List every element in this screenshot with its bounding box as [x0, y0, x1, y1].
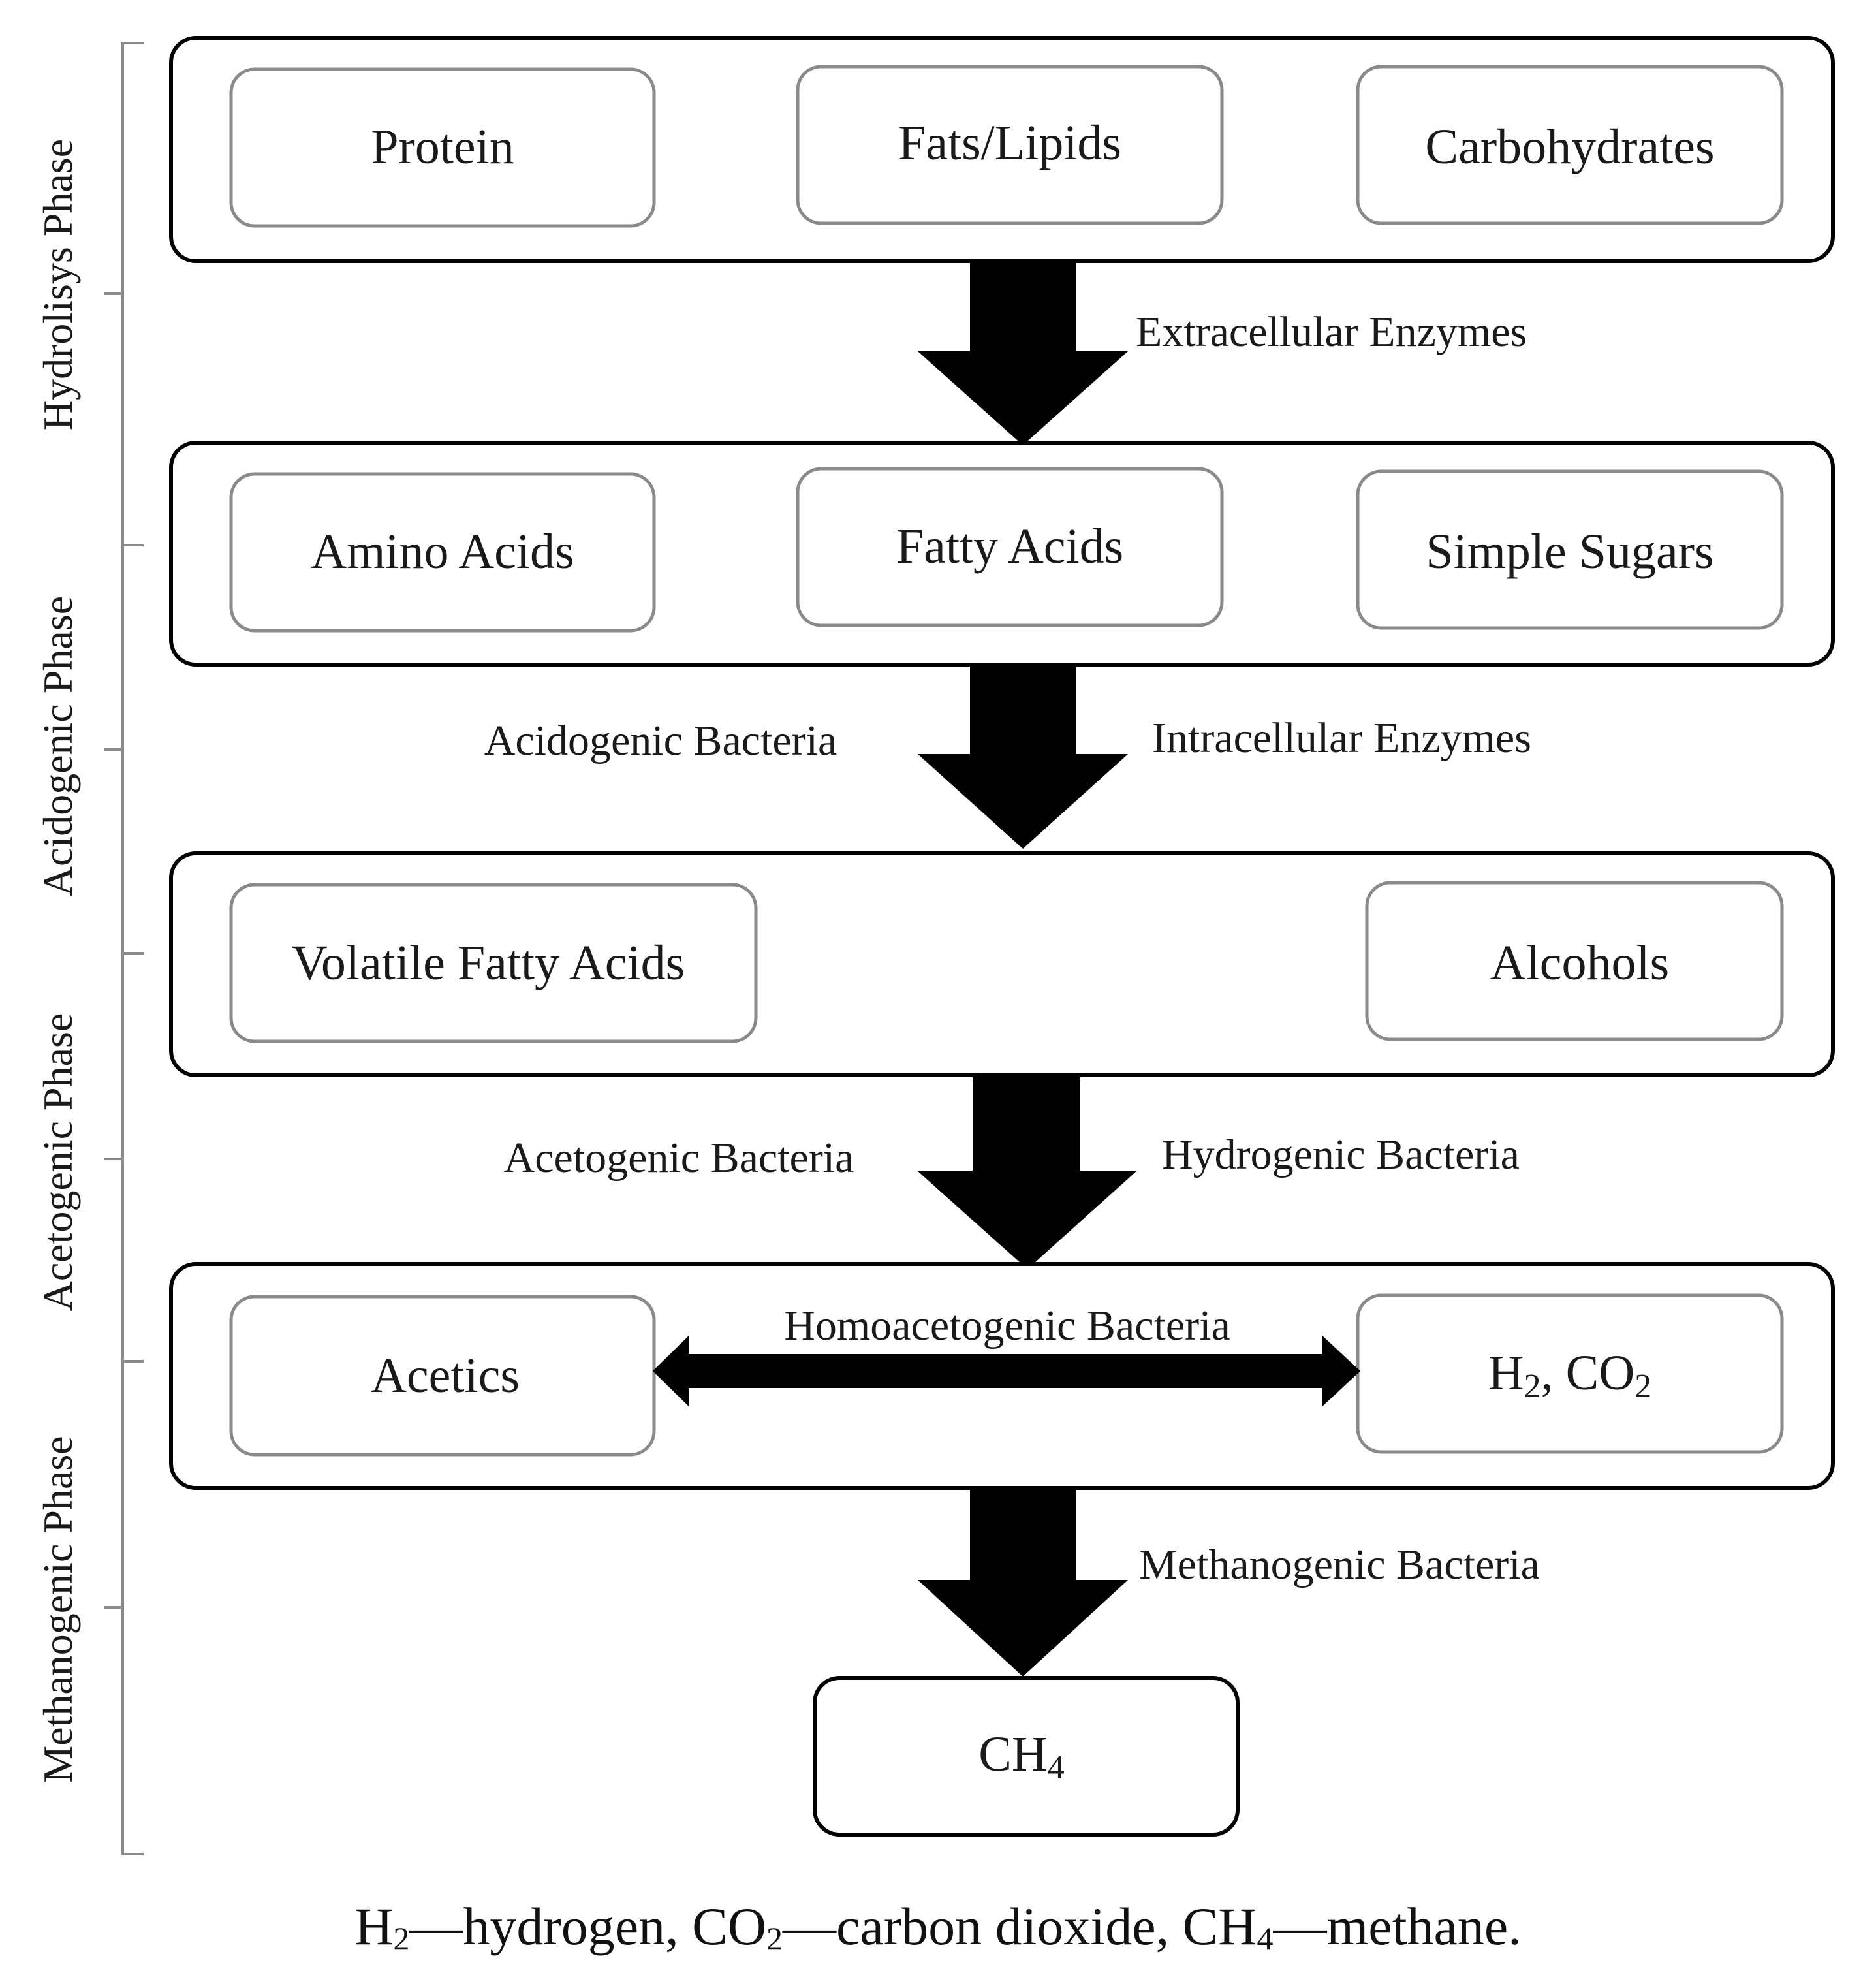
carbohydrates-label: Carbohydrates	[1425, 119, 1714, 174]
bracket-acetogenic	[104, 952, 144, 1363]
hydrogenic-bacteria-label: Hydrogenic Bacteria	[1162, 1131, 1520, 1178]
fatty-acids-label: Fatty Acids	[896, 519, 1123, 574]
final-product-container: CH4	[813, 1676, 1240, 1837]
caption-co2-sub: 2	[766, 1920, 783, 1957]
intracellular-enzymes-label: Intracellular Enzymes	[1152, 714, 1531, 762]
simple-sugars-label: Simple Sugars	[1426, 524, 1713, 579]
acetogenic-bacteria-label: Acetogenic Bacteria	[504, 1134, 854, 1182]
acidogenic-bacteria-label: Acidogenic Bacteria	[484, 717, 837, 765]
arrow-down-2	[918, 665, 1128, 849]
fats-lipids-box	[796, 65, 1224, 225]
ch4-base: CH	[978, 1727, 1048, 1782]
alcohols-label: Alcohols	[1490, 936, 1669, 990]
double-arrow-homoacetogenic	[653, 1336, 1360, 1406]
h2-co2-base: H	[1488, 1346, 1524, 1400]
arrow-down-4	[918, 1488, 1128, 1677]
stage-1-container: Protein Fats/Lipids Carbohydrates	[169, 36, 1835, 263]
phase-brackets	[104, 42, 144, 1855]
acetics-box	[229, 1295, 656, 1457]
carbohydrates-box	[1356, 65, 1784, 225]
stage-4-container: Acetics H2, CO2 Homoacetogenic Bacteria	[169, 1262, 1835, 1490]
homoacetogenic-bacteria-label: Homoacetogenic Bacteria	[784, 1302, 1230, 1350]
amino-acids-box	[229, 472, 656, 633]
protein-label: Protein	[371, 119, 514, 174]
stage-2-container: Amino Acids Fatty Acids Simple Sugars	[169, 441, 1835, 667]
fats-lipids-label: Fats/Lipids	[898, 116, 1121, 170]
protein-box	[229, 67, 656, 228]
amino-acids-label: Amino Acids	[311, 524, 574, 579]
bracket-methanogenic	[104, 1360, 144, 1855]
methanogenic-bacteria-label: Methanogenic Bacteria	[1139, 1541, 1540, 1588]
extracellular-enzymes-label: Extracellular Enzymes	[1136, 308, 1527, 356]
h2-co2-sub2: 2	[1634, 1368, 1651, 1405]
caption-h2-desc: —hydrogen, CO	[409, 1897, 766, 1956]
bracket-acidogenic	[104, 544, 144, 955]
ch4-sub: 4	[1048, 1749, 1065, 1786]
h2-co2-box	[1356, 1293, 1784, 1454]
caption-ch4-sub: 4	[1257, 1920, 1274, 1957]
simple-sugars-box	[1356, 469, 1784, 630]
phase-label-methanogenic: Methanogenic Phase	[35, 1436, 81, 1782]
caption-ch4-desc: —methane.	[1273, 1897, 1522, 1956]
stage-3-container: Volatile Fatty Acids Alcohols	[169, 851, 1835, 1077]
fatty-acids-box	[796, 467, 1224, 627]
h2-co2-sub1: 2	[1524, 1368, 1541, 1405]
caption-h2: H	[354, 1897, 393, 1956]
phase-label-acidogenic: Acidogenic Phase	[35, 596, 81, 896]
ch4-label: CH4	[978, 1727, 1065, 1786]
acetics-label: Acetics	[371, 1348, 520, 1403]
bracket-hydrolysis	[104, 42, 144, 546]
h2-co2-mid: , CO	[1541, 1346, 1635, 1400]
phase-label-acetogenic: Acetogenic Phase	[35, 1013, 81, 1312]
arrow-down-3	[917, 1075, 1137, 1269]
arrow-down-1	[918, 261, 1128, 445]
alcohols-box	[1365, 881, 1784, 1041]
h2-co2-label: H2, CO2	[1488, 1346, 1651, 1405]
ch4-box	[813, 1676, 1240, 1837]
volatile-fatty-acids-label: Volatile Fatty Acids	[292, 936, 685, 990]
phase-label-hydrolysis: Hydrolisys Phase	[35, 139, 81, 430]
caption-co2-desc: —carbon dioxide, CH	[782, 1897, 1257, 1956]
figure-caption: H2—hydrogen, CO2—carbon dioxide, CH4—met…	[354, 1897, 1522, 1957]
caption-h2-sub: 2	[393, 1920, 409, 1957]
volatile-fatty-acids-box	[229, 883, 758, 1043]
